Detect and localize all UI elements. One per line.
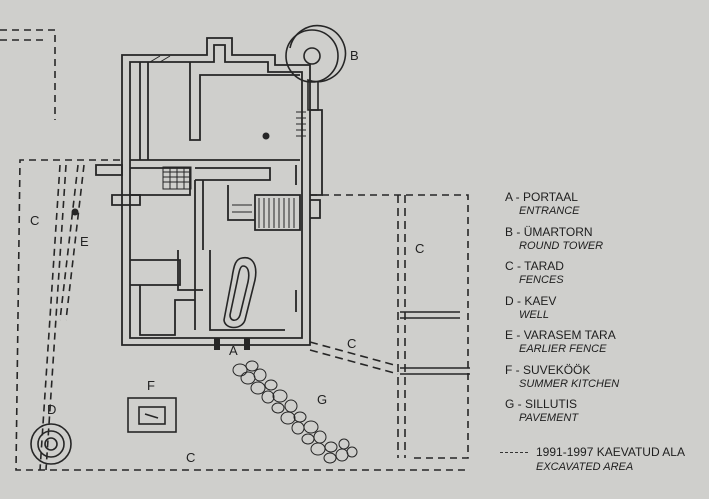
legend-translation: PAVEMENT: [519, 412, 579, 424]
staircase: [149, 55, 306, 228]
legend-name: ÜMARTORN: [523, 224, 593, 239]
legend-translation: WELL: [519, 308, 549, 321]
well: [30, 423, 72, 465]
dashed-line-sample: [500, 452, 528, 453]
legend-key: C: [505, 259, 514, 273]
legend-translation: ENTRANCE: [519, 205, 580, 217]
legend-name: TARAD: [524, 259, 564, 273]
manor-walls: [95, 37, 323, 346]
label-c-left: C: [30, 213, 39, 228]
entrance-markers: [71, 132, 270, 350]
label-g: G: [317, 392, 327, 407]
legend-key: F: [505, 362, 513, 377]
legend-translation: ROUND TOWER: [519, 239, 604, 252]
legend-translation: EARLIER FENCE: [519, 343, 607, 355]
legend-name: VARASEM TARA: [523, 328, 616, 342]
fences: [309, 195, 470, 458]
label-c-bottom: C: [186, 450, 195, 465]
label-f: F: [147, 378, 155, 393]
legend-item-c: C - TARAD FENCES: [505, 259, 705, 287]
legend-key: A: [505, 190, 513, 204]
label-a: A: [229, 343, 238, 358]
legend-name: SILLUTIS: [525, 397, 578, 411]
label-c-right: C: [415, 241, 424, 256]
legend-item-d: D - KAEV WELL: [505, 294, 705, 322]
legend-translation: FENCES: [519, 274, 564, 286]
excavated-area-boundary: [0, 29, 470, 471]
label-e: E: [80, 234, 89, 249]
label-c-middle: C: [347, 336, 356, 351]
pavement: [232, 360, 358, 464]
legend-name: PORTAAL: [523, 190, 578, 204]
label-d: D: [47, 402, 56, 417]
legend-item-b: B - ÜMARTORN ROUND TOWER: [505, 225, 705, 253]
legend-name: SUVEKÖÖK: [523, 362, 591, 377]
excavated-area-translation: EXCAVATED AREA: [536, 461, 634, 473]
legend-item-e: E - VARASEM TARA EARLIER FENCE: [505, 328, 705, 356]
legend-translation: SUMMER KITCHEN: [519, 377, 620, 390]
legend-item-a: A - PORTAAL ENTRANCE: [505, 190, 705, 218]
oval-room: [223, 256, 257, 329]
legend-key: E: [505, 328, 514, 342]
legend-key: G: [505, 397, 515, 411]
legend-key: D: [505, 293, 514, 308]
legend-item-g: G - SILLUTIS PAVEMENT: [505, 397, 705, 425]
legend-name: KAEV: [524, 293, 557, 308]
label-b: B: [350, 48, 359, 63]
excavated-area-name: 1991-1997 KAEVATUD ALA: [536, 445, 685, 459]
legend-item-f: F - SUVEKÖÖK SUMMER KITCHEN: [505, 363, 705, 391]
legend-key: B: [505, 224, 514, 239]
round-tower: [285, 24, 347, 111]
excavated-area-legend: 1991-1997 KAEVATUD ALA EXCAVATED AREA: [500, 445, 685, 475]
map-legend: A - PORTAAL ENTRANCE B - ÜMARTORN ROUND …: [505, 190, 705, 432]
summer-kitchen: [127, 397, 177, 433]
earlier-fence: [39, 164, 85, 471]
